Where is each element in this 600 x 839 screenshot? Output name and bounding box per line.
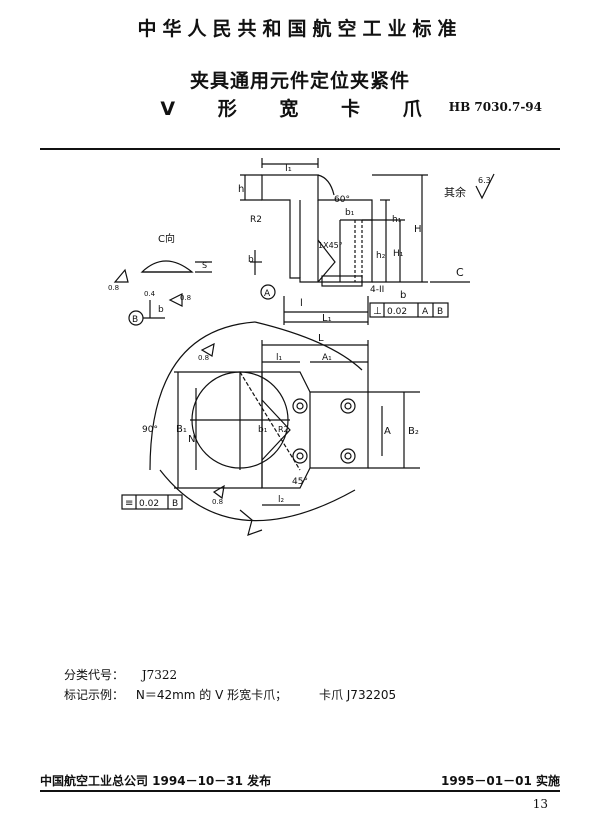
section-marker: C [456,266,464,279]
dim-N: N [188,434,195,445]
angle-45: 45° [292,477,308,487]
tol-top-ref1: A [422,307,429,317]
angle-60: 60° [334,195,350,205]
issue-info: 中国航空工业总公司 1994－10－31 发布 [40,774,272,788]
c-view-label: C向 [158,232,175,245]
dim-h: h [238,184,244,195]
tol-bottom-ref: B [172,499,178,509]
standard-number: HB 7030.7-94 [448,100,542,114]
header-rule [40,148,560,150]
mark-example-label: 标记示例： [64,688,125,702]
rough-c-2: 0.8 [180,294,191,302]
dim-r2-top: R2 [278,425,289,434]
dim-b-front: b [248,255,254,265]
dim-s: S [202,261,207,270]
rough-top-2: 0.8 [212,498,223,506]
dim-L1: L₁ [322,313,332,324]
dim-h1: h₁ [392,215,402,225]
dim-A: A [384,426,391,437]
dim-A1: A₁ [322,353,332,363]
dim-B1: B₁ [176,424,187,435]
document-title: 夹具通用元件定位夹紧件 [189,70,410,92]
effective-date: 1995－01－01 实施 [441,774,560,788]
tol-bottom-symbol: ≡ [125,498,133,509]
dim-H1: H₁ [393,249,404,259]
datum-b-label: b [400,290,406,301]
dim-l1: l₁ [285,163,292,174]
dim-h2: h₂ [376,251,386,261]
standard-title: 中华人民共和国航空工业标准 [137,18,463,40]
footer-rule [40,790,560,792]
class-code-line: 分类代号： J7322 [64,666,177,683]
dim-B2: B₂ [408,426,419,437]
dim-r2: R2 [250,215,262,225]
roughness-main: 6.3 [478,176,491,185]
top-view: L l₁ A₁ B₁ N 90° b₁ R2 A B₂ 45° l₂ 0.8 0… [142,321,420,536]
surface-note-text: 其余 [444,185,466,199]
dim-L: L [318,333,324,344]
tolerance-frame-top: ⊥ 0.02 A B [369,302,449,318]
surface-roughness-note: 其余 6.3 [444,173,495,200]
datum-b-marker: B [132,315,138,325]
dim-b1-top: b₁ [345,208,355,218]
front-view: l₁ 60° R2 1X45° b₁ h h₁ H h₂ H₁ b l L₁ 4… [238,158,428,325]
holes-note: 4-II [370,285,384,295]
rough-top-1: 0.8 [198,354,209,362]
dim-l: l [300,298,303,309]
datum-a-marker: A [264,289,271,299]
rough-c-1: 0.8 [108,284,119,292]
class-code-label: 分类代号： [64,668,125,682]
mark-example-text: N＝42mm 的 V 形宽卡爪； [135,688,288,702]
mark-example-value: 卡爪 J732205 [318,688,397,702]
tolerance-frame-bottom: ≡ 0.02 B [121,494,183,510]
dim-l2: l₂ [278,495,285,505]
dim-b-c: b [158,305,164,315]
technical-drawing: l₁ 60° R2 1X45° b₁ h h₁ H h₂ H₁ b l L₁ 4… [108,158,495,536]
dim-H: H [414,224,422,235]
class-code-value: J7322 [141,668,178,682]
tol-top-value: 0.02 [387,307,407,317]
dim-b1: b₁ [258,425,268,435]
tol-top-ref2: B [437,307,443,317]
mark-example-line: 标记示例： N＝42mm 的 V 形宽卡爪； 卡爪 J732205 [64,686,396,703]
rough-c-3: 0.4 [144,290,156,298]
dim-l3: l₁ [276,353,283,363]
page-number: 13 [532,797,548,811]
tol-top-symbol: ⊥ [373,306,382,317]
c-view: C向 S 0.8 0.8 0.4 B b [108,232,212,326]
tol-bottom-value: 0.02 [139,499,159,509]
chamfer-note: 1X45° [318,241,343,250]
document-subtitle: V 形 宽 卡 爪 [160,98,440,120]
angle-90: 90° [142,425,158,435]
